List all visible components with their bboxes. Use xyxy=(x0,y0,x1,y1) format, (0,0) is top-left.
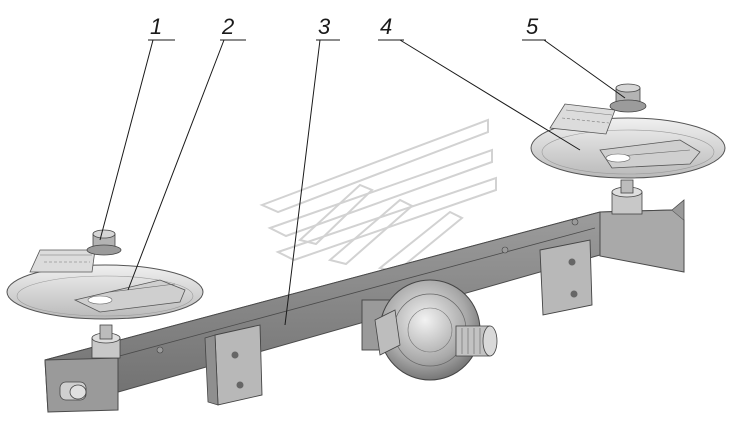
right-hub-nut xyxy=(609,83,647,113)
output-shaft xyxy=(455,325,498,357)
right-disc-assembly xyxy=(530,83,726,179)
callout-leaders xyxy=(99,39,626,326)
left-disc-assembly xyxy=(6,229,204,320)
callout-1: 1 xyxy=(150,14,162,39)
callout-5: 5 xyxy=(526,14,539,39)
gearbox-hub xyxy=(361,279,498,381)
left-hub-nut xyxy=(86,229,122,256)
callout-2: 2 xyxy=(221,14,234,39)
callout-labels: 1 2 3 4 5 xyxy=(150,14,539,39)
callout-3: 3 xyxy=(318,14,331,39)
watermark-logo xyxy=(259,118,497,274)
beam xyxy=(44,179,685,413)
callout-4: 4 xyxy=(380,14,392,39)
